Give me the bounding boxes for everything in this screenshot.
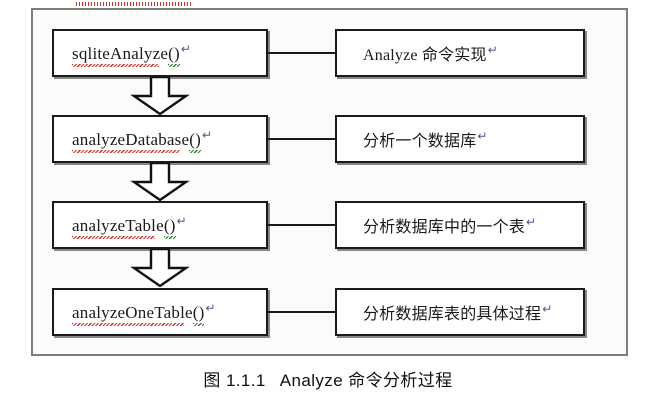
function-name-1: sqliteAnalyze: [72, 44, 169, 68]
pilcrow-icon: ↵: [477, 128, 488, 143]
flow-node-description-3[interactable]: 分析数据库中的一个表↵: [335, 201, 585, 249]
diagram-canvas: sqliteAnalyze()↵ Analyze 命令实现↵ analyzeDa…: [33, 10, 626, 354]
down-arrow-icon-2: [129, 161, 191, 202]
description-text-1: Analyze 命令实现: [363, 47, 487, 64]
function-parens-3: (): [163, 216, 176, 240]
description-text-3: 分析数据库中的一个表: [363, 219, 526, 236]
flow-node-label: analyzeTable()↵: [54, 213, 187, 240]
pilcrow-icon: ↵: [542, 301, 553, 316]
pilcrow-icon: ↵: [180, 41, 192, 56]
flow-node-label: analyzeOneTable()↵: [54, 300, 216, 327]
flow-node-description-1[interactable]: Analyze 命令实现↵: [335, 29, 585, 77]
flow-node-label: sqliteAnalyze()↵: [54, 41, 192, 68]
spellcheck-squiggle-top: [76, 2, 192, 6]
down-arrow-icon-3: [129, 247, 191, 288]
function-parens-4: (): [192, 303, 205, 327]
figure-caption: 图 1.1.1 Analyze 命令分析过程: [0, 366, 656, 391]
figure-number: 图 1.1.1: [203, 371, 266, 390]
pilcrow-icon: ↵: [205, 300, 216, 315]
description-text-4: 分析数据库表的具体过程: [363, 306, 542, 323]
flow-node-label: analyzeDatabase()↵: [54, 127, 213, 154]
flow-node-label: 分析一个数据库↵: [337, 127, 488, 151]
flow-node-description-4[interactable]: 分析数据库表的具体过程↵: [335, 288, 585, 336]
connector-horizontal-2: [268, 138, 335, 140]
diagram-frame: sqliteAnalyze()↵ Analyze 命令实现↵ analyzeDa…: [31, 8, 628, 356]
function-name-3: analyzeTable: [72, 216, 164, 240]
figure-title: Analyze 命令分析过程: [279, 371, 453, 390]
connector-horizontal-1: [268, 52, 335, 54]
function-parens-2: (): [189, 130, 201, 154]
flow-node-function-2[interactable]: analyzeDatabase()↵: [52, 115, 268, 163]
function-parens-1: (): [168, 44, 180, 68]
connector-horizontal-4: [268, 311, 335, 313]
flow-node-function-3[interactable]: analyzeTable()↵: [52, 201, 268, 249]
down-arrow-icon-1: [129, 75, 191, 116]
connector-horizontal-3: [268, 224, 335, 226]
pilcrow-icon: ↵: [176, 213, 187, 228]
pilcrow-icon: ↵: [201, 127, 213, 142]
flow-node-label: 分析数据库表的具体过程↵: [337, 300, 552, 324]
flow-node-function-4[interactable]: analyzeOneTable()↵: [52, 288, 268, 336]
description-text-2: 分析一个数据库: [363, 133, 477, 150]
flow-node-description-2[interactable]: 分析一个数据库↵: [335, 115, 585, 163]
flow-node-function-1[interactable]: sqliteAnalyze()↵: [52, 29, 268, 77]
pilcrow-icon: ↵: [526, 214, 537, 229]
pilcrow-icon: ↵: [487, 42, 498, 57]
function-name-4: analyzeOneTable: [72, 303, 193, 327]
function-name-2: analyzeDatabase: [72, 130, 190, 154]
flow-node-label: 分析数据库中的一个表↵: [337, 213, 536, 237]
flow-node-label: Analyze 命令实现↵: [337, 41, 498, 65]
